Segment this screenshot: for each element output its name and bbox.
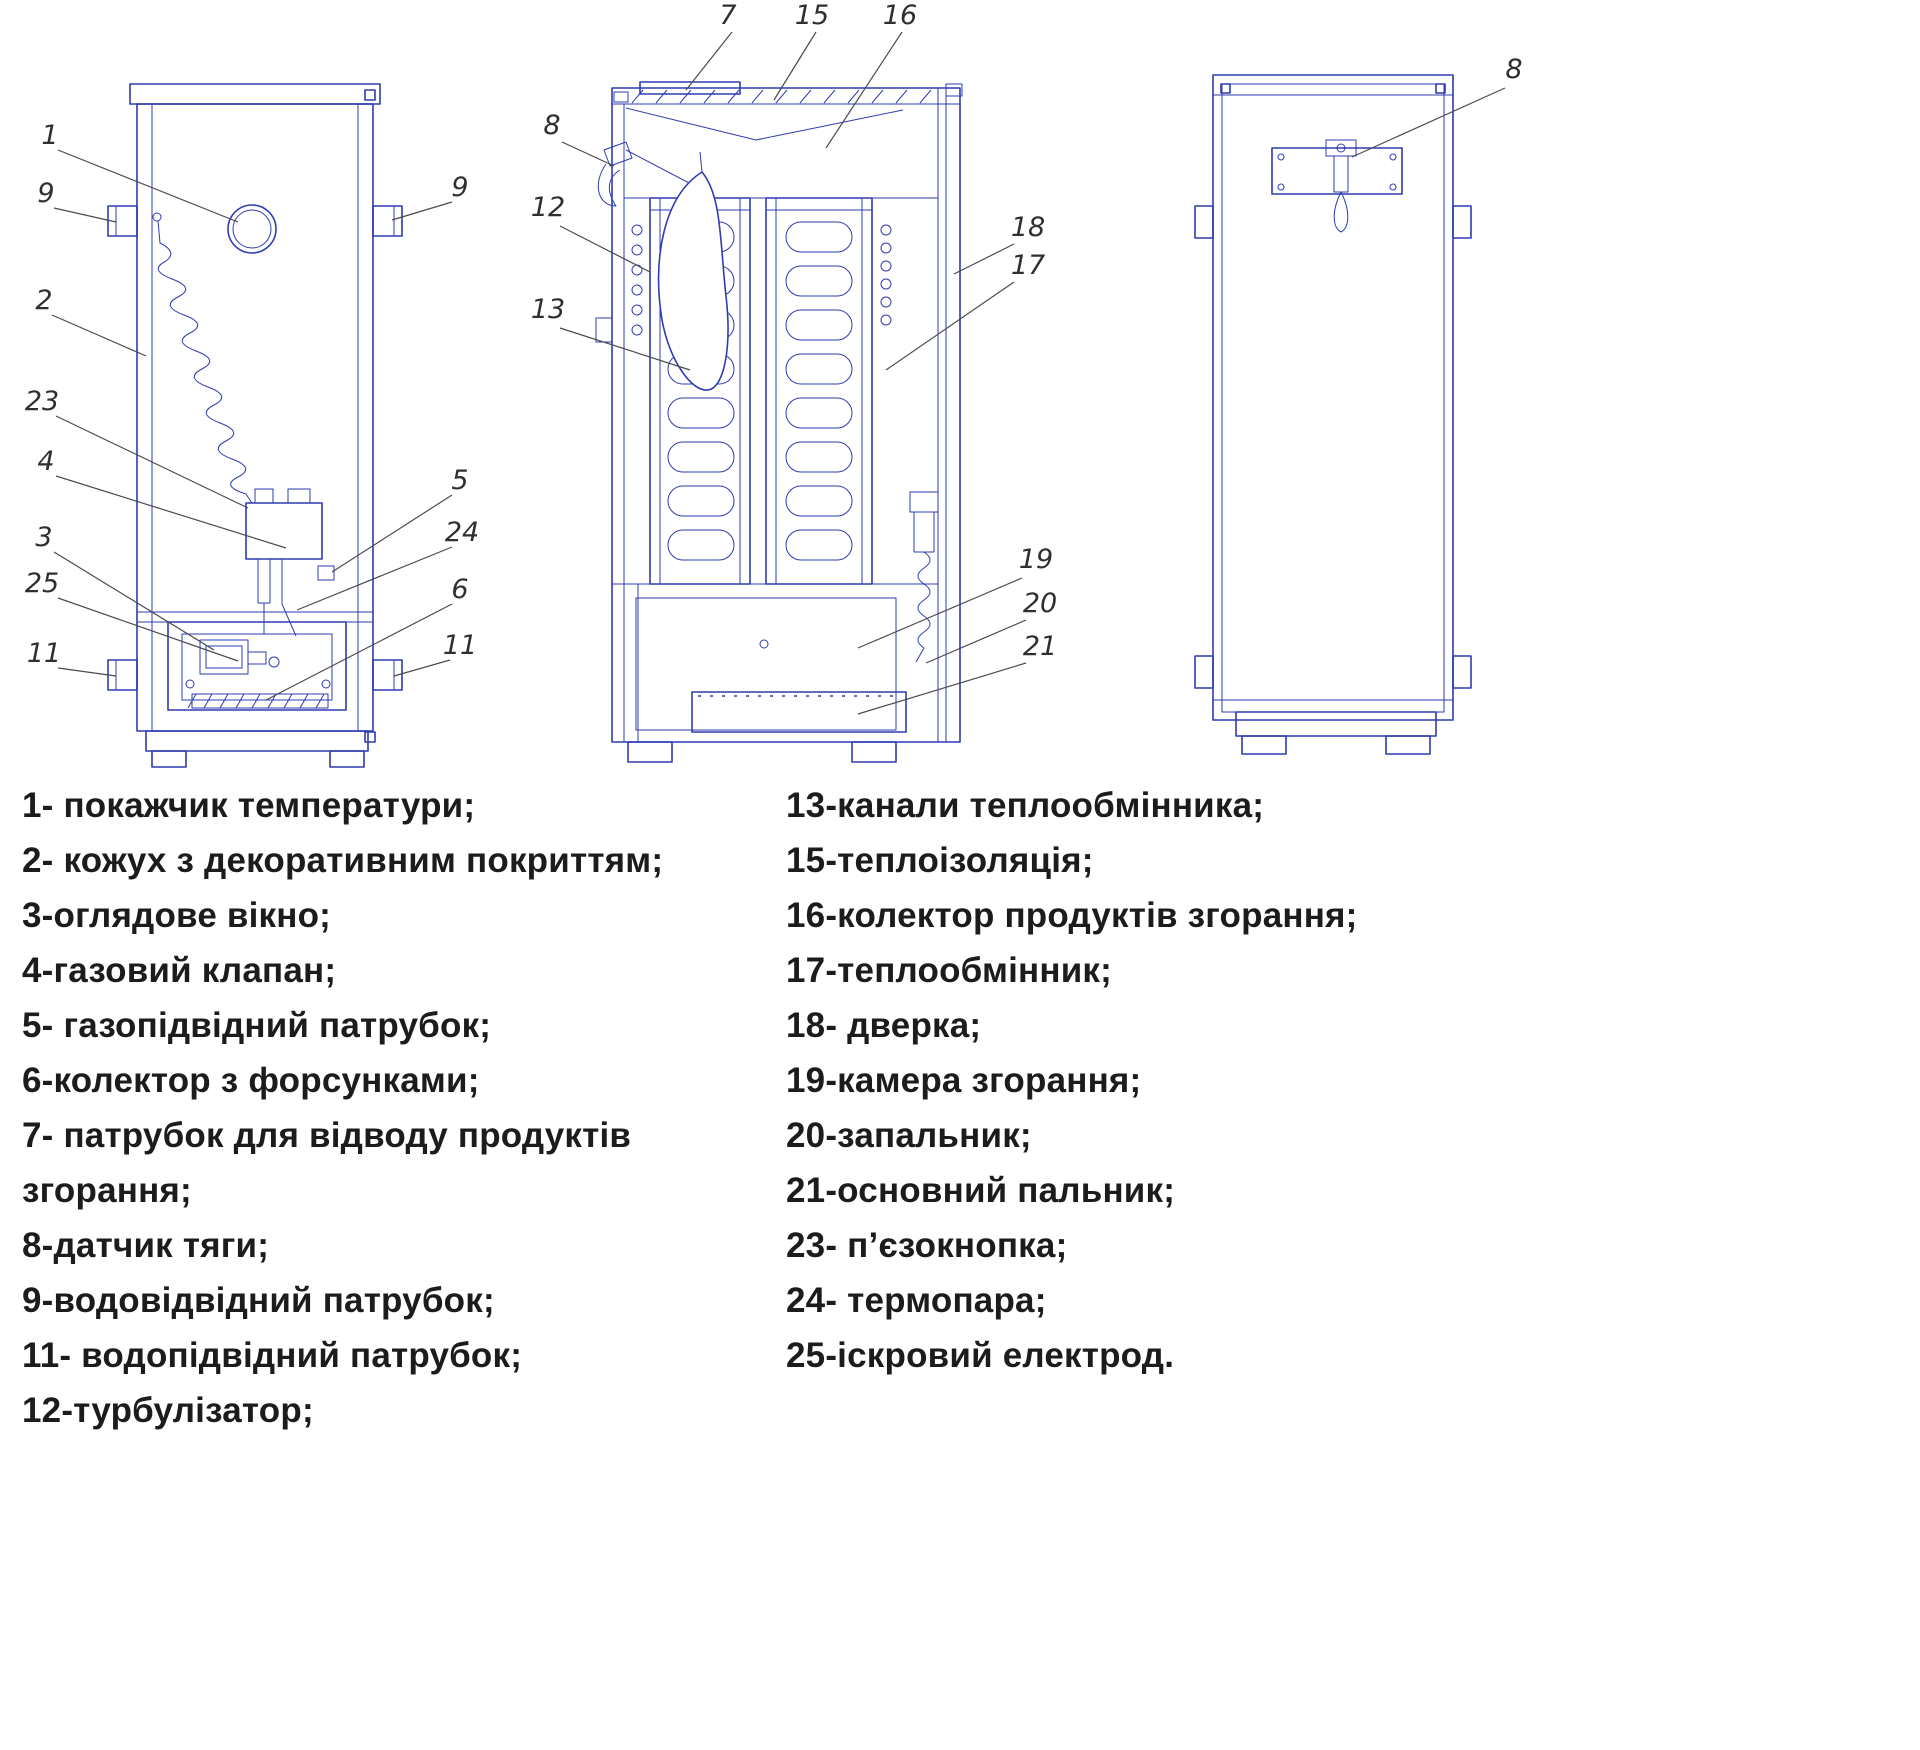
callout-12: 12	[531, 192, 565, 223]
front-leader-lines	[51, 149, 453, 701]
legend-column-left: 1- покажчик температури; 2- кожух з деко…	[22, 778, 762, 1438]
callout-11-right: 11	[443, 630, 477, 661]
legend-item-23: 23- п’єзокнопка;	[786, 1226, 1068, 1265]
base-and-feet	[145, 730, 369, 768]
rear-pipe-stubs	[1194, 205, 1472, 689]
legend-item-1: 1- покажчик температури;	[22, 786, 476, 825]
legend-item-21: 21-основний пальник;	[786, 1171, 1176, 1210]
callout-16: 16	[883, 0, 917, 31]
diagram-canvas: 1 9 2 23 4 3 25 11 9 5 24 6 11	[25, 0, 1523, 768]
legend-item-13: 13-канали теплообмінника;	[786, 786, 1265, 825]
legend-item-12: 12-турбулізатор;	[22, 1391, 314, 1430]
heat-exchanger	[595, 197, 892, 585]
legend-item-20: 20-запальник;	[786, 1116, 1032, 1155]
section-casing	[611, 81, 963, 743]
legend-item-9: 9-водовідвідний патрубок;	[22, 1281, 495, 1320]
legend-item-24: 24- термопара;	[786, 1281, 1047, 1320]
draft-sensor-section	[597, 141, 633, 207]
legend-item-2: 2- кожух з декоративним покриттям;	[22, 841, 664, 880]
callout-1: 1	[41, 120, 58, 151]
rear-base-feet	[1213, 699, 1453, 755]
pipe-stubs	[107, 205, 403, 691]
callout-13: 13	[531, 294, 565, 325]
callout-7: 7	[719, 0, 736, 31]
combustion-chamber	[612, 583, 938, 742]
flue-collector	[624, 107, 938, 199]
igniter	[909, 491, 939, 663]
legend: 1- покажчик температури; 2- кожух з деко…	[22, 778, 1506, 1438]
gas-valve	[245, 488, 335, 637]
front-view: 1 9 2 23 4 3 25 11 9 5 24 6 11	[25, 83, 479, 768]
turbulator	[657, 151, 729, 391]
callout-18: 18	[1011, 212, 1045, 243]
legend-item-25: 25-іскровий електрод.	[786, 1336, 1175, 1375]
legend-item-7: 7- патрубок для відводу продуктів згоран…	[22, 1116, 632, 1210]
callout-8-rear: 8	[1505, 54, 1522, 85]
callout-21: 21	[1023, 631, 1057, 662]
callout-19: 19	[1019, 544, 1053, 575]
legend-item-11: 11- водопідвідний патрубок;	[22, 1336, 523, 1375]
callout-24: 24	[445, 517, 479, 548]
callout-20: 20	[1023, 588, 1057, 619]
front-callout-numbers: 1 9 2 23 4 3 25 11 9 5 24 6 11	[25, 120, 479, 669]
legend-item-17: 17-теплообмінник;	[786, 951, 1113, 990]
rear-casing	[1212, 74, 1454, 721]
legend-item-3: 3-оглядове вікно;	[22, 896, 332, 935]
legend-item-4: 4-газовий клапан;	[22, 951, 337, 990]
callout-23: 23	[25, 386, 59, 417]
callout-4: 4	[37, 446, 54, 477]
legend-item-8: 8-датчик тяги;	[22, 1226, 270, 1265]
legend-item-6: 6-колектор з форсунками;	[22, 1061, 480, 1100]
rear-leader-lines	[1351, 87, 1506, 158]
legend-column-right: 13-канали теплообмінника; 15-теплоізоляц…	[786, 778, 1506, 1438]
callout-9-left: 9	[37, 178, 54, 209]
callout-15: 15	[795, 0, 829, 31]
callout-3: 3	[35, 522, 52, 553]
legend-item-15: 15-теплоізоляція;	[786, 841, 1094, 880]
capillary-coil	[157, 220, 253, 504]
burner-assembly	[167, 621, 347, 711]
callout-6: 6	[451, 574, 468, 605]
section-leader-lines	[559, 31, 1027, 715]
rear-callout-numbers: 8	[1505, 54, 1522, 85]
legend-item-19: 19-камера згорання;	[786, 1061, 1142, 1100]
section-callout-numbers: 7 15 16 8 12 13 18 17 19 20 21	[531, 0, 1057, 662]
callout-11-left: 11	[27, 638, 61, 669]
section-feet	[627, 741, 897, 763]
legend-item-16: 16-колектор продуктів згорання;	[786, 896, 1358, 935]
legend-item-5: 5- газопідвідний патрубок;	[22, 1006, 492, 1045]
callout-2: 2	[35, 285, 52, 316]
callout-8: 8	[543, 110, 560, 141]
callout-25: 25	[25, 568, 59, 599]
callout-9-right: 9	[451, 172, 468, 203]
legend-item-18: 18- дверка;	[786, 1006, 982, 1045]
callout-17: 17	[1011, 250, 1045, 281]
section-view: 7 15 16 8 12 13 18 17 19 20 21	[531, 0, 1057, 763]
rear-view: 8	[1194, 54, 1523, 755]
main-burner	[691, 691, 907, 733]
draft-sensor-rear	[1271, 139, 1403, 233]
callout-5: 5	[451, 465, 468, 496]
temperature-gauge	[152, 204, 277, 254]
